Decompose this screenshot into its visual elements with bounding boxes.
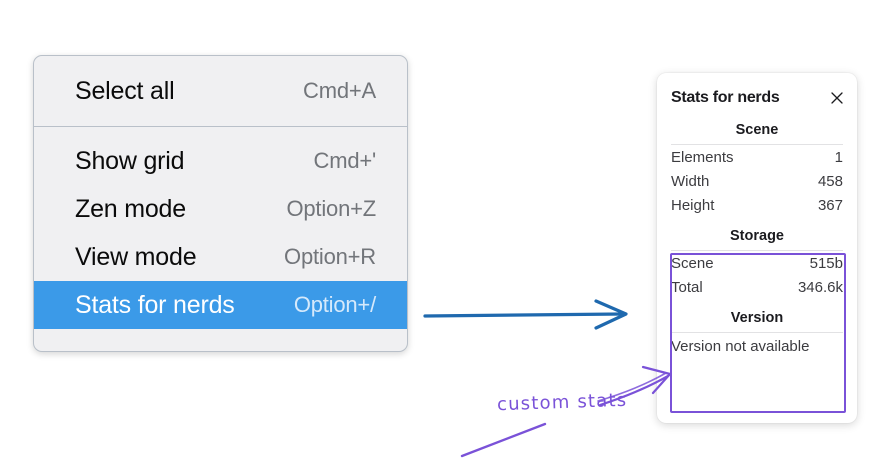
stats-for-nerds-panel: Stats for nerds Scene Elements 1 Width 4… [657,73,857,423]
stat-value: 367 [817,197,843,214]
stat-row-height: Height 367 [669,193,845,217]
panel-header: Stats for nerds [657,85,857,111]
menu-item-shortcut: Option+/ [293,292,376,317]
section-heading-scene: Scene [671,111,843,145]
stat-value: 1 [834,149,843,166]
stat-label: Width [671,173,710,190]
stat-row-elements: Elements 1 [669,145,845,169]
stat-row-width: Width 458 [669,169,845,193]
menu-item-show-grid[interactable]: Show grid Cmd+' [34,137,407,185]
menu-item-label: View mode [75,242,197,271]
stat-value: 346.6k [797,279,843,296]
stat-value: 458 [817,173,843,190]
menu-item-label: Select all [75,76,175,105]
version-text: Version not available [671,338,810,355]
stat-value: 515b [809,255,843,272]
menu-item-stats-for-nerds[interactable]: Stats for nerds Option+/ [34,281,407,329]
stat-label: Height [671,197,715,214]
menu-group-view: Show grid Cmd+' Zen mode Option+Z View m… [34,127,407,340]
stat-label: Elements [671,149,734,166]
menu-group-selection: Select all Cmd+A [34,56,407,127]
menu-item-shortcut: Option+Z [286,196,376,221]
canvas-context-menu[interactable]: Select all Cmd+A Show grid Cmd+' Zen mod… [33,55,408,352]
menu-item-zen-mode[interactable]: Zen mode Option+Z [34,185,407,233]
close-icon[interactable] [829,90,845,106]
section-heading-storage: Storage [671,217,843,251]
menu-item-label: Stats for nerds [75,290,235,319]
arrow-menu-to-panel [423,299,628,330]
underline-stroke [460,422,547,458]
menu-item-view-mode[interactable]: View mode Option+R [34,233,407,281]
menu-item-label: Zen mode [75,194,186,223]
panel-title: Stats for nerds [671,89,780,106]
menu-item-shortcut: Cmd+A [303,78,376,103]
menu-item-label: Show grid [75,146,185,175]
menu-item-shortcut: Option+R [284,244,376,269]
section-heading-version: Version [671,299,843,333]
custom-stats-annotation-label: custom stats [496,389,628,416]
stat-row-storage-total: Total 346.6k [669,275,845,299]
menu-item-select-all[interactable]: Select all Cmd+A [34,67,407,115]
stat-label: Total [671,279,703,296]
stat-label: Scene [671,255,714,272]
stat-row-storage-scene: Scene 515b [669,251,845,275]
menu-item-shortcut: Cmd+' [313,148,377,173]
panel-body: Scene Elements 1 Width 458 Height 367 St… [657,111,857,358]
